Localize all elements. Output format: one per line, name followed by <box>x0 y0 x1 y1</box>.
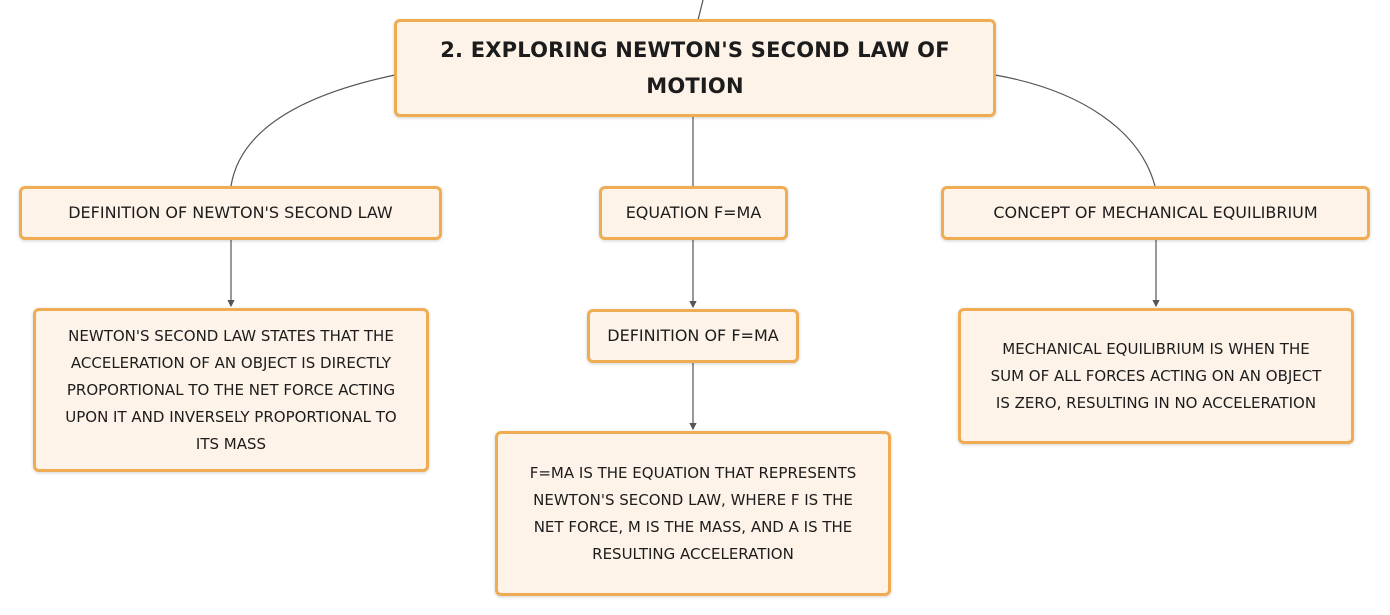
subtopic-label-definition-fma: DEFINITION OF F=MA <box>607 326 779 345</box>
detail-text-definition: NEWTON'S SECOND LAW STATES THAT THE ACCE… <box>65 326 397 453</box>
topic-label-equation: EQUATION F=MA <box>625 203 762 222</box>
connector-root-to-equilibrium <box>994 74 1156 187</box>
topic-node-equation[interactable]: EQUATION F=MA <box>599 186 788 240</box>
detail-text-equation: F=MA IS THE EQUATION THAT REPRESENTS NEW… <box>529 463 857 563</box>
topic-node-equilibrium[interactable]: CONCEPT OF MECHANICAL EQUILIBRIUM <box>941 186 1370 240</box>
detail-node-equation[interactable]: F=MA IS THE EQUATION THAT REPRESENTS NEW… <box>495 431 891 596</box>
connector-root-to-definition <box>230 74 396 187</box>
root-topic-label: 2. EXPLORING NEWTON'S SECOND LAW OF MOTI… <box>440 38 950 98</box>
detail-node-definition[interactable]: NEWTON'S SECOND LAW STATES THAT THE ACCE… <box>33 308 429 472</box>
detail-text-equilibrium: MECHANICAL EQUILIBRIUM IS WHEN THE SUM O… <box>990 339 1322 412</box>
subtopic-node-definition-fma[interactable]: DEFINITION OF F=MA <box>587 309 799 363</box>
root-topic-node[interactable]: 2. EXPLORING NEWTON'S SECOND LAW OF MOTI… <box>394 19 996 117</box>
topic-label-equilibrium: CONCEPT OF MECHANICAL EQUILIBRIUM <box>993 203 1318 222</box>
detail-node-equilibrium[interactable]: MECHANICAL EQUILIBRIUM IS WHEN THE SUM O… <box>958 308 1354 444</box>
topic-label-definition: DEFINITION OF NEWTON'S SECOND LAW <box>68 203 393 222</box>
connector-parent-to-root <box>697 0 704 21</box>
topic-node-definition[interactable]: DEFINITION OF NEWTON'S SECOND LAW <box>19 186 442 240</box>
